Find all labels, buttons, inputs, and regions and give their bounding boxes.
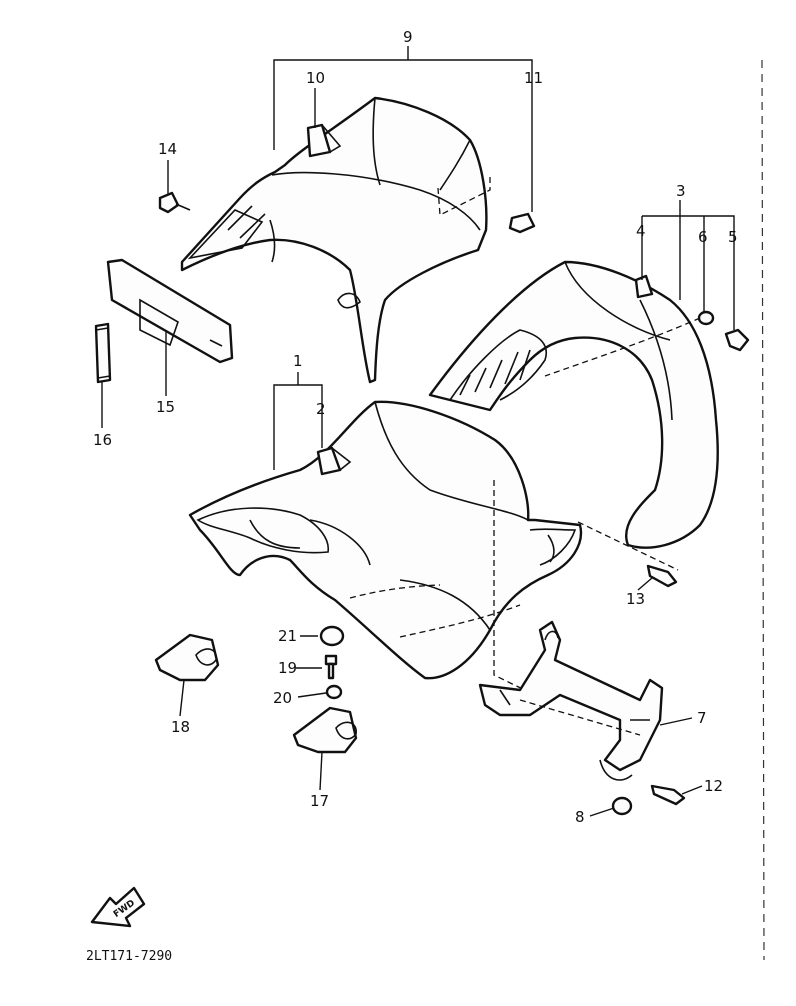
- rear-seat[interactable]: [428, 260, 719, 549]
- bolt-14[interactable]: [158, 191, 191, 214]
- callout-5: 5: [728, 228, 738, 246]
- band-16[interactable]: [94, 322, 112, 384]
- callout-13: 13: [626, 590, 645, 608]
- callout-1: 1: [293, 352, 303, 370]
- hidden-line-9: [437, 175, 491, 217]
- forward-arrow-icon: FWD: [90, 886, 146, 928]
- bolt-5[interactable]: [724, 328, 750, 352]
- callout-6: 6: [698, 228, 708, 246]
- cap-21[interactable]: [319, 625, 345, 647]
- callout-7: 7: [697, 709, 707, 727]
- hidden-line-13: [577, 521, 679, 571]
- hidden-line-7: [519, 699, 641, 736]
- callout-9: 9: [403, 28, 413, 46]
- hidden-line-3: [544, 317, 701, 377]
- nut-20[interactable]: [325, 684, 343, 700]
- bolt-19[interactable]: [324, 654, 338, 680]
- callout-20: 20: [273, 689, 292, 707]
- diagram-code: 2LT171-7290: [86, 949, 172, 964]
- bracket-15[interactable]: [106, 258, 234, 364]
- seam-line-1b: [349, 584, 441, 599]
- callout-14: 14: [158, 140, 177, 158]
- seat-tab-4[interactable]: [634, 274, 654, 299]
- page-edge-line: [761, 59, 765, 961]
- callout-19: 19: [278, 659, 297, 677]
- callout-4: 4: [636, 222, 646, 240]
- callout-11: 11: [524, 69, 543, 87]
- damper-8[interactable]: [611, 796, 633, 816]
- callout-12: 12: [704, 777, 723, 795]
- rear-seat-cowl[interactable]: [180, 96, 488, 384]
- callout-leaders: [101, 46, 735, 817]
- callout-17: 17: [310, 792, 329, 810]
- callout-15: 15: [156, 398, 175, 416]
- seat-tab-2[interactable]: [316, 446, 352, 476]
- seam-line-1: [399, 604, 521, 638]
- callout-18: 18: [171, 718, 190, 736]
- seat-lock-17[interactable]: [292, 706, 358, 754]
- callout-10: 10: [306, 69, 325, 87]
- callout-2: 2: [316, 400, 326, 418]
- seat-lock-18[interactable]: [154, 633, 220, 682]
- main-seat[interactable]: [188, 400, 583, 680]
- bolt-13[interactable]: [646, 564, 678, 588]
- callout-8: 8: [575, 808, 585, 826]
- grommet-6[interactable]: [697, 310, 715, 326]
- callout-21: 21: [278, 627, 297, 645]
- callout-16: 16: [93, 431, 112, 449]
- callout-3: 3: [676, 182, 686, 200]
- nut-11[interactable]: [508, 212, 536, 234]
- seat-bracket-7[interactable]: [478, 620, 664, 781]
- seat-tab-10[interactable]: [306, 123, 342, 158]
- bolt-12[interactable]: [650, 784, 686, 806]
